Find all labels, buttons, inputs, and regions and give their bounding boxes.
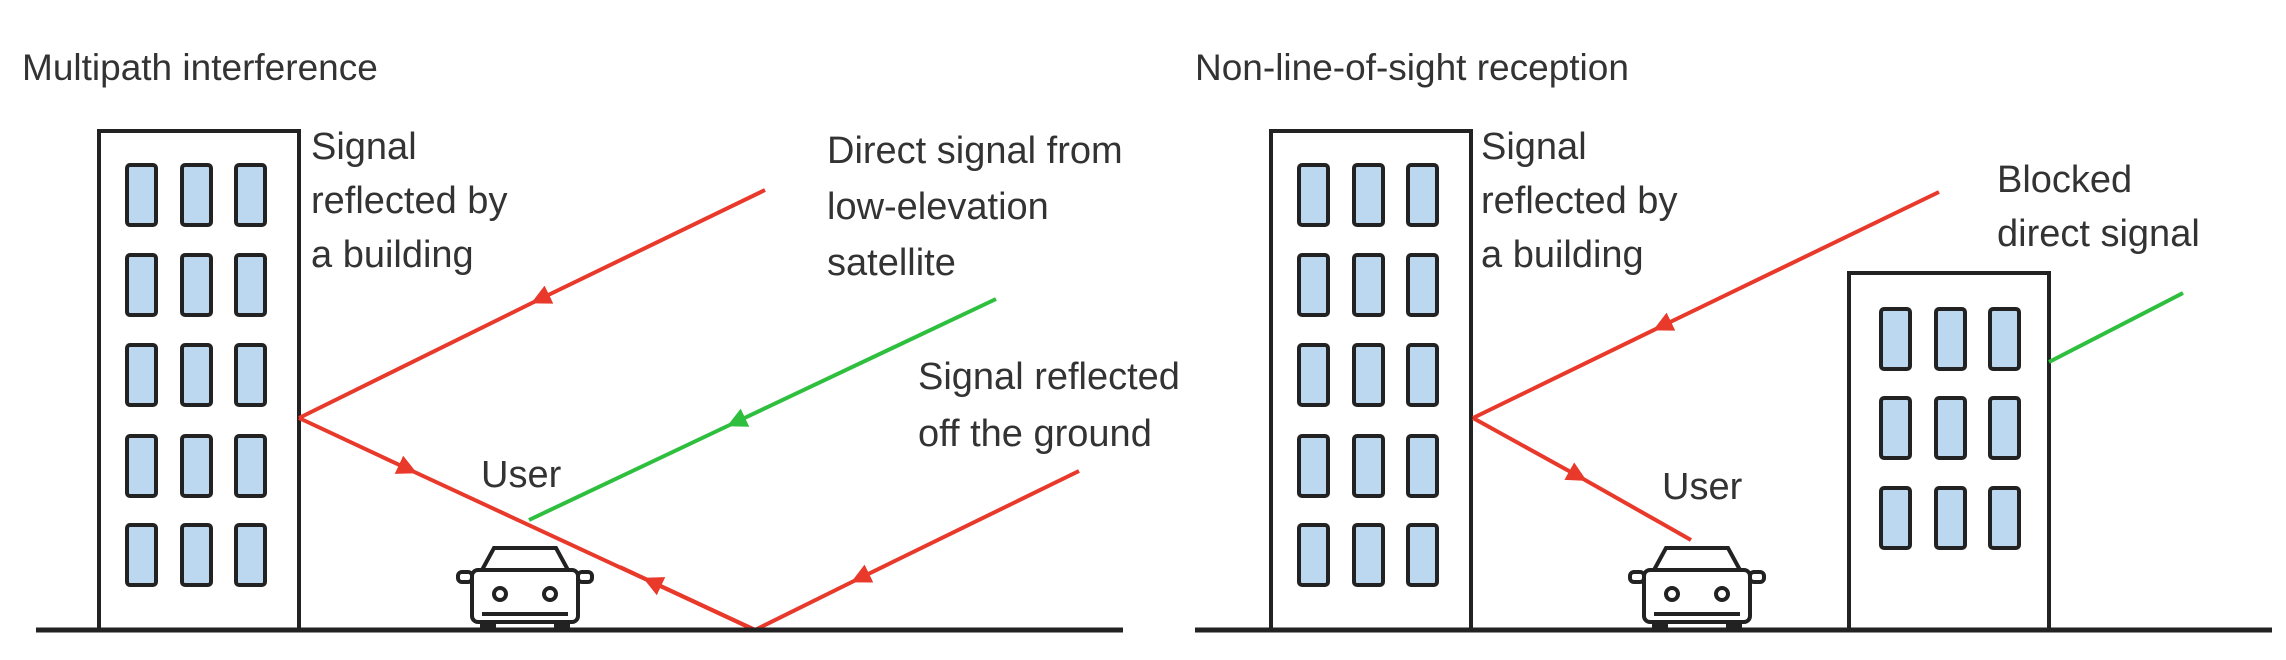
window [1988,307,2021,371]
direct-signal-label-line: low-elevation [827,186,1049,228]
window [1406,163,1439,227]
building-label-line: reflected by [1481,180,1677,222]
building-label-line: Signal [311,126,417,168]
building-windows [1297,163,1439,587]
window [125,163,158,227]
window [1879,396,1912,460]
window [125,434,158,498]
window [1406,434,1439,498]
window [1406,343,1439,407]
building-windows [125,163,267,587]
window [180,343,213,407]
window [1988,486,2021,550]
window [1934,307,1967,371]
window [1297,253,1330,317]
ground-reflected-signal-incoming [754,469,1080,632]
building-reflected-signal-outgoing [1472,416,1692,542]
window [234,523,267,587]
nlos-panel: Non-line-of-sight reception Signal refle… [1195,47,2272,633]
direct-signal-label-line: Direct signal from [827,130,1123,172]
multipath-panel: Multipath interference Signal reflected … [22,47,1180,633]
window [1934,396,1967,460]
window [180,163,213,227]
window [234,253,267,317]
window [1934,486,1967,550]
window [125,253,158,317]
window [1406,523,1439,587]
blocking-building-windows [1879,307,2021,550]
window [1988,396,2021,460]
direct-signal [528,297,997,522]
blocked-signal-label-line: Blocked [1997,159,2132,201]
window [1406,253,1439,317]
window [180,253,213,317]
window [180,523,213,587]
blocked-signal-label-line: direct signal [1997,213,2200,255]
window [1352,163,1385,227]
car-icon [1628,546,1766,630]
window [1297,523,1330,587]
window [180,434,213,498]
ground-reflection-label-line: off the ground [918,413,1152,455]
window [1352,253,1385,317]
building-label-line: Signal [1481,126,1587,168]
window [1879,307,1912,371]
direct-signal-label-line: satellite [827,242,956,284]
building-label-line: a building [1481,234,1644,276]
panel-title: Non-line-of-sight reception [1195,47,1629,88]
window [1297,343,1330,407]
window [1297,434,1330,498]
ground-reflection-label-line: Signal reflected [918,356,1180,398]
window [234,163,267,227]
building-reflected-signal-incoming [298,188,766,420]
window [1352,523,1385,587]
window [1352,434,1385,498]
user-label: User [481,454,562,496]
building-reflected-signal-incoming [1472,190,1940,420]
panel-title: Multipath interference [22,47,378,88]
car-icon [456,546,594,630]
window [1297,163,1330,227]
blocked-direct-signal [2048,291,2184,364]
window [125,343,158,407]
window [1352,343,1385,407]
user-label: User [1662,466,1743,508]
window [234,343,267,407]
window [125,523,158,587]
window [1879,486,1912,550]
building-label-line: a building [311,234,474,276]
building-label-line: reflected by [311,180,507,222]
window [234,434,267,498]
ground-reflected-signal-up [619,565,756,632]
